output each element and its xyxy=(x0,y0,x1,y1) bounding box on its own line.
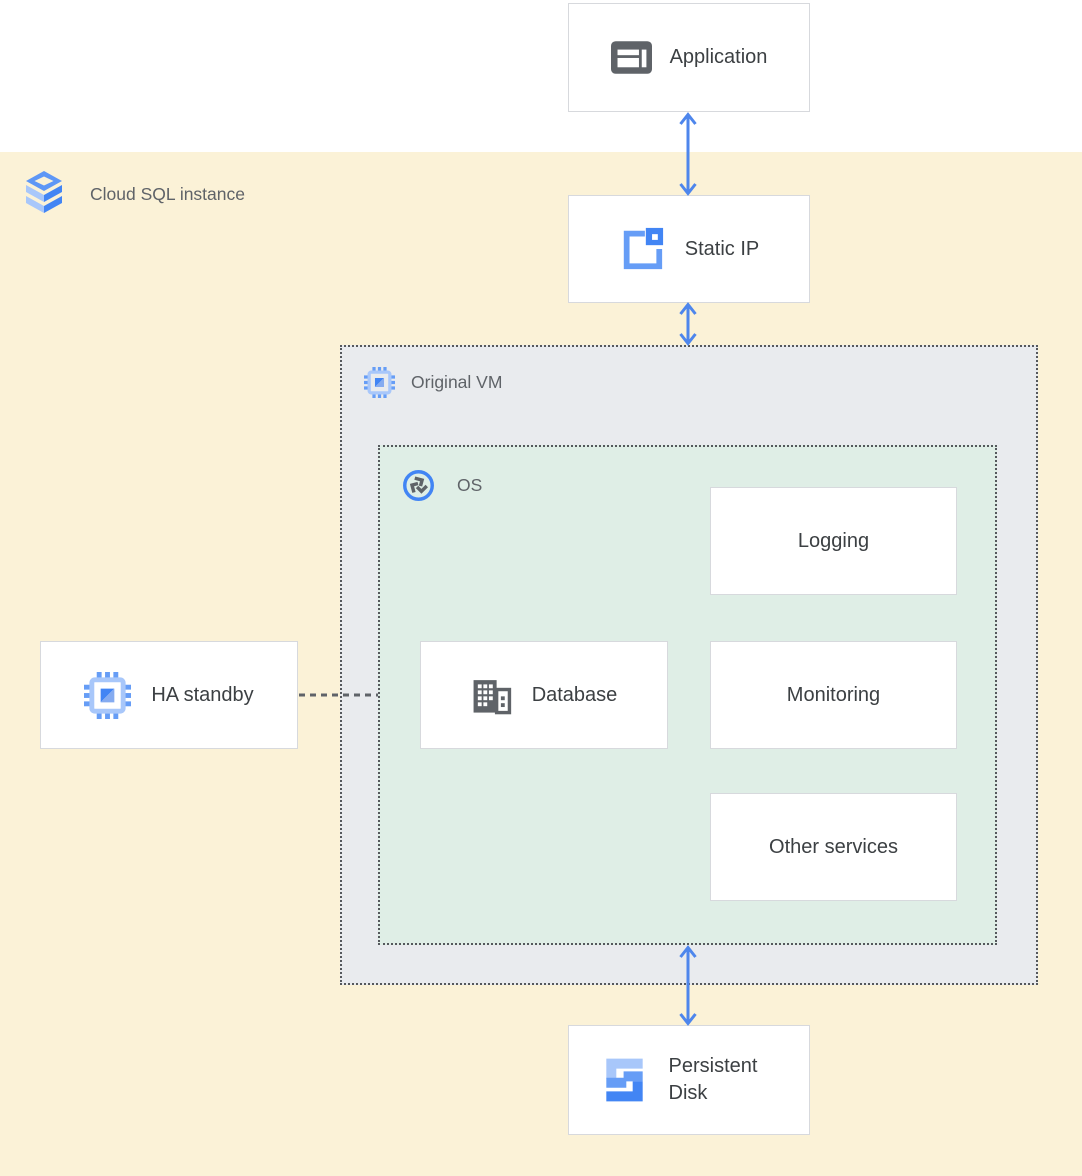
compute-engine-icon xyxy=(84,671,132,719)
node-database: Database xyxy=(420,641,668,749)
original-vm-label-text: Original VM xyxy=(411,372,503,392)
cloud-sql-icon xyxy=(26,171,62,213)
node-ha-standby-label: HA standby xyxy=(151,683,254,706)
node-logging: Logging xyxy=(710,487,957,595)
os-label: OS xyxy=(402,469,482,502)
compute-engine-icon xyxy=(364,367,395,398)
node-other-services: Other services xyxy=(710,793,957,901)
persistent-disk-icon xyxy=(605,1058,643,1102)
node-ha-standby: HA standby xyxy=(40,641,298,749)
node-database-label: Database xyxy=(531,683,618,706)
node-application: Application xyxy=(568,3,810,112)
node-persistent-disk: Persistent Disk xyxy=(568,1025,810,1135)
database-building-icon xyxy=(473,679,511,714)
node-monitoring: Monitoring xyxy=(710,641,957,749)
node-logging-label: Logging xyxy=(797,529,870,552)
node-application-label: Application xyxy=(669,46,768,68)
static-ip-icon xyxy=(623,227,663,270)
os-label-text: OS xyxy=(457,475,483,495)
node-static-ip: Static IP xyxy=(568,195,810,303)
cloud-sql-region-label-text: Cloud SQL instance xyxy=(90,183,245,204)
node-persistent-disk-label: Persistent Disk xyxy=(668,1055,758,1104)
node-monitoring-label: Monitoring xyxy=(786,683,881,706)
original-vm-label: Original VM xyxy=(364,367,502,398)
application-window-icon xyxy=(610,41,652,74)
os-icon xyxy=(403,470,434,501)
node-other-services-label: Other services xyxy=(769,835,898,858)
cloud-sql-region-label: Cloud SQL instance xyxy=(24,170,245,218)
node-static-ip-label: Static IP xyxy=(684,237,760,260)
